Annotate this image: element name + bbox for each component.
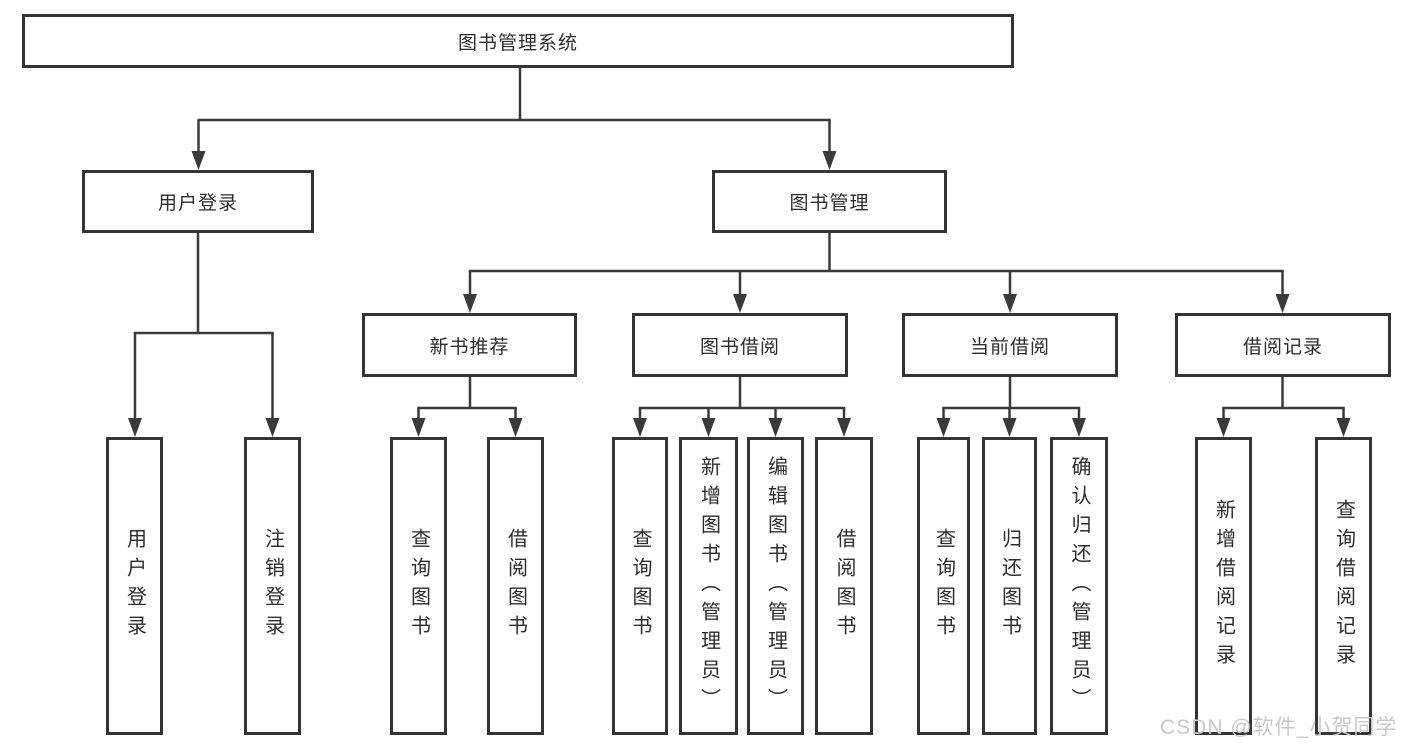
leaf-label: 查询图书: [932, 528, 955, 644]
node-label: 图书管理: [789, 193, 870, 214]
node-label: 新书推荐: [429, 336, 510, 358]
leaf-label: 注销登录: [261, 528, 284, 644]
leaf-label: 新增图书（管理员）: [697, 455, 720, 717]
node-book-borrowing: 图书借阅: [632, 313, 848, 377]
leaf-label: 借阅图书: [504, 528, 527, 644]
leaf-logout: 注销登录: [244, 437, 301, 735]
leaf-edit-books-admin: 编辑图书（管理员）: [747, 437, 804, 735]
leaf-label: 编辑图书（管理员）: [764, 455, 787, 717]
csdn-watermark: CSDN @软件_小贺同学: [1160, 716, 1398, 739]
leaf-add-books-admin: 新增图书（管理员）: [679, 437, 738, 735]
leaf-query-books-under-book-borrowing: 查询图书: [612, 437, 668, 735]
leaf-label: 查询图书: [629, 528, 651, 644]
leaf-borrow-books-under-new-books: 借阅图书: [487, 437, 544, 735]
node-library-management-system: 图书管理系统: [22, 14, 1014, 68]
leaf-query-borrow-record: 查询借阅记录: [1315, 437, 1372, 735]
leaf-label: 归还图书: [998, 528, 1021, 644]
node-label: 图书管理系统: [457, 32, 578, 54]
node-user-login: 用户登录: [82, 170, 314, 233]
node-label: 图书借阅: [699, 336, 780, 358]
leaf-label: 新增借阅记录: [1212, 499, 1235, 673]
leaf-confirm-return-admin: 确认归还（管理员）: [1050, 437, 1108, 735]
node-current-borrowing: 当前借阅: [902, 313, 1118, 377]
leaf-label: 用户登录: [123, 528, 146, 644]
leaf-query-books-under-current-borrowing: 查询图书: [917, 437, 970, 735]
leaf-add-borrow-record: 新增借阅记录: [1195, 437, 1252, 735]
node-label: 用户登录: [157, 193, 238, 214]
node-new-book-recommend: 新书推荐: [362, 313, 577, 377]
leaf-user-login: 用户登录: [106, 437, 163, 735]
leaf-label: 查询借阅记录: [1332, 499, 1355, 673]
node-label: 当前借阅: [969, 336, 1050, 358]
leaf-borrow-books-under-book-borrowing: 借阅图书: [815, 437, 873, 735]
node-book-management: 图书管理: [712, 170, 947, 233]
node-label: 借阅记录: [1242, 336, 1323, 358]
node-borrowing-records: 借阅记录: [1175, 313, 1391, 377]
leaf-label: 确认归还（管理员）: [1068, 455, 1090, 717]
leaf-query-books-under-new-books: 查询图书: [390, 437, 447, 735]
leaf-return-books: 归还图书: [982, 437, 1037, 735]
leaf-label: 借阅图书: [833, 528, 855, 644]
leaf-label: 查询图书: [407, 528, 430, 644]
